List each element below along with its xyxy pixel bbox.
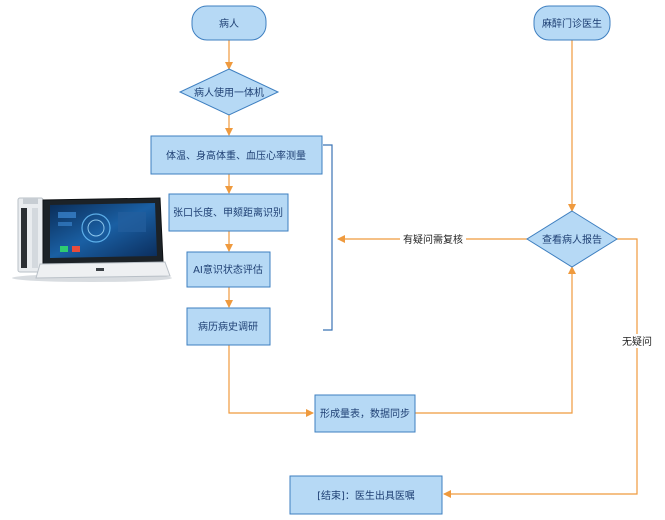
measurement-group-bracket	[323, 144, 333, 331]
node-end-label: [结束]：医生出具医嘱	[317, 489, 415, 502]
edge-form-to-review	[415, 266, 576, 414]
node-measure-label: 体温、身高体重、血压心率测量	[166, 149, 306, 162]
node-history-label: 病历病史调研	[198, 320, 258, 333]
node-patient[interactable]: 病人	[191, 5, 267, 41]
node-patient-label: 病人	[219, 17, 239, 30]
node-use-machine-label: 病人使用一体机	[194, 86, 264, 99]
edges	[225, 40, 638, 498]
edge-review-to-end	[443, 238, 638, 498]
node-anesthesia-clinic-label: 麻醉门诊医生	[542, 17, 602, 30]
edge-label-no-doubt: 无疑问	[622, 335, 652, 348]
node-mouth[interactable]: 张口长度、甲颏距离识别	[168, 193, 289, 232]
node-review-label: 查看病人报告	[542, 233, 602, 246]
node-end[interactable]: [结束]：医生出具医嘱	[289, 475, 443, 515]
medical-kiosk-icon	[12, 197, 172, 282]
edge-history-to-form	[228, 345, 314, 417]
node-measure[interactable]: 体温、身高体重、血压心率测量	[150, 135, 323, 175]
node-review[interactable]: 查看病人报告	[526, 210, 618, 268]
node-mouth-label: 张口长度、甲颏距离识别	[173, 206, 283, 219]
node-ai-assess[interactable]: AI意识状态评估	[186, 251, 271, 288]
no-doubt-label-bg	[621, 334, 653, 348]
node-anesthesia-clinic[interactable]: 麻醉门诊医生	[533, 5, 611, 41]
node-form[interactable]: 形成量表，数据同步	[314, 394, 416, 433]
has-doubt-label-bg	[400, 232, 466, 246]
node-form-label: 形成量表，数据同步	[320, 407, 410, 420]
node-history[interactable]: 病历病史调研	[186, 307, 271, 346]
node-ai-assess-label: AI意识状态评估	[193, 263, 263, 276]
edge-label-has-doubt: 有疑问需复核	[403, 233, 463, 246]
node-use-machine[interactable]: 病人使用一体机	[178, 68, 280, 116]
